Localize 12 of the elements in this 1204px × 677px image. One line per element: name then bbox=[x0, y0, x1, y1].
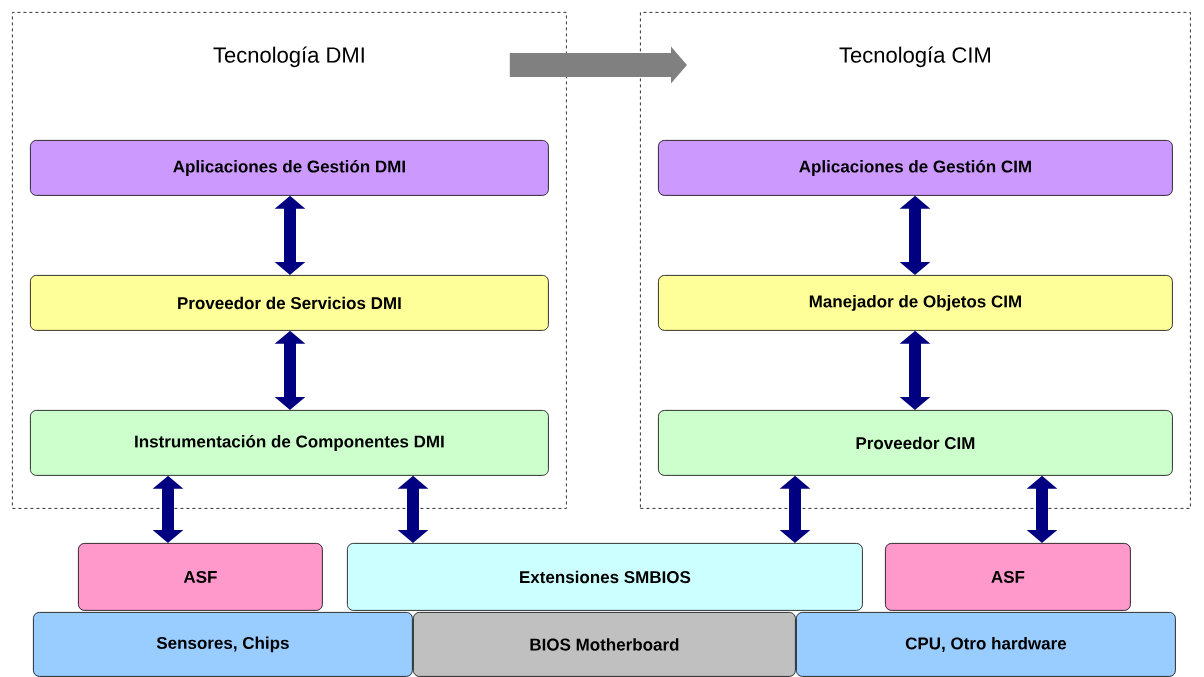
process-box: Instrumentación de Componentes DMI bbox=[30, 410, 549, 476]
process-box: Aplicaciones de Gestión DMI bbox=[30, 140, 549, 196]
process-box: Proveedor CIM bbox=[658, 410, 1173, 476]
process-box: ASF bbox=[78, 543, 323, 611]
process-box: Aplicaciones de Gestión CIM bbox=[658, 140, 1173, 196]
process-box: Manejador de Objetos CIM bbox=[658, 275, 1173, 331]
process-box: Sensores, Chips bbox=[33, 612, 413, 677]
process-box: CPU, Otro hardware bbox=[796, 612, 1176, 677]
process-box: Extensiones SMBIOS bbox=[347, 543, 863, 611]
process-box: Proveedor de Servicios DMI bbox=[30, 275, 549, 331]
process-box: BIOS Motherboard bbox=[413, 612, 796, 677]
process-box: ASF bbox=[885, 543, 1131, 611]
